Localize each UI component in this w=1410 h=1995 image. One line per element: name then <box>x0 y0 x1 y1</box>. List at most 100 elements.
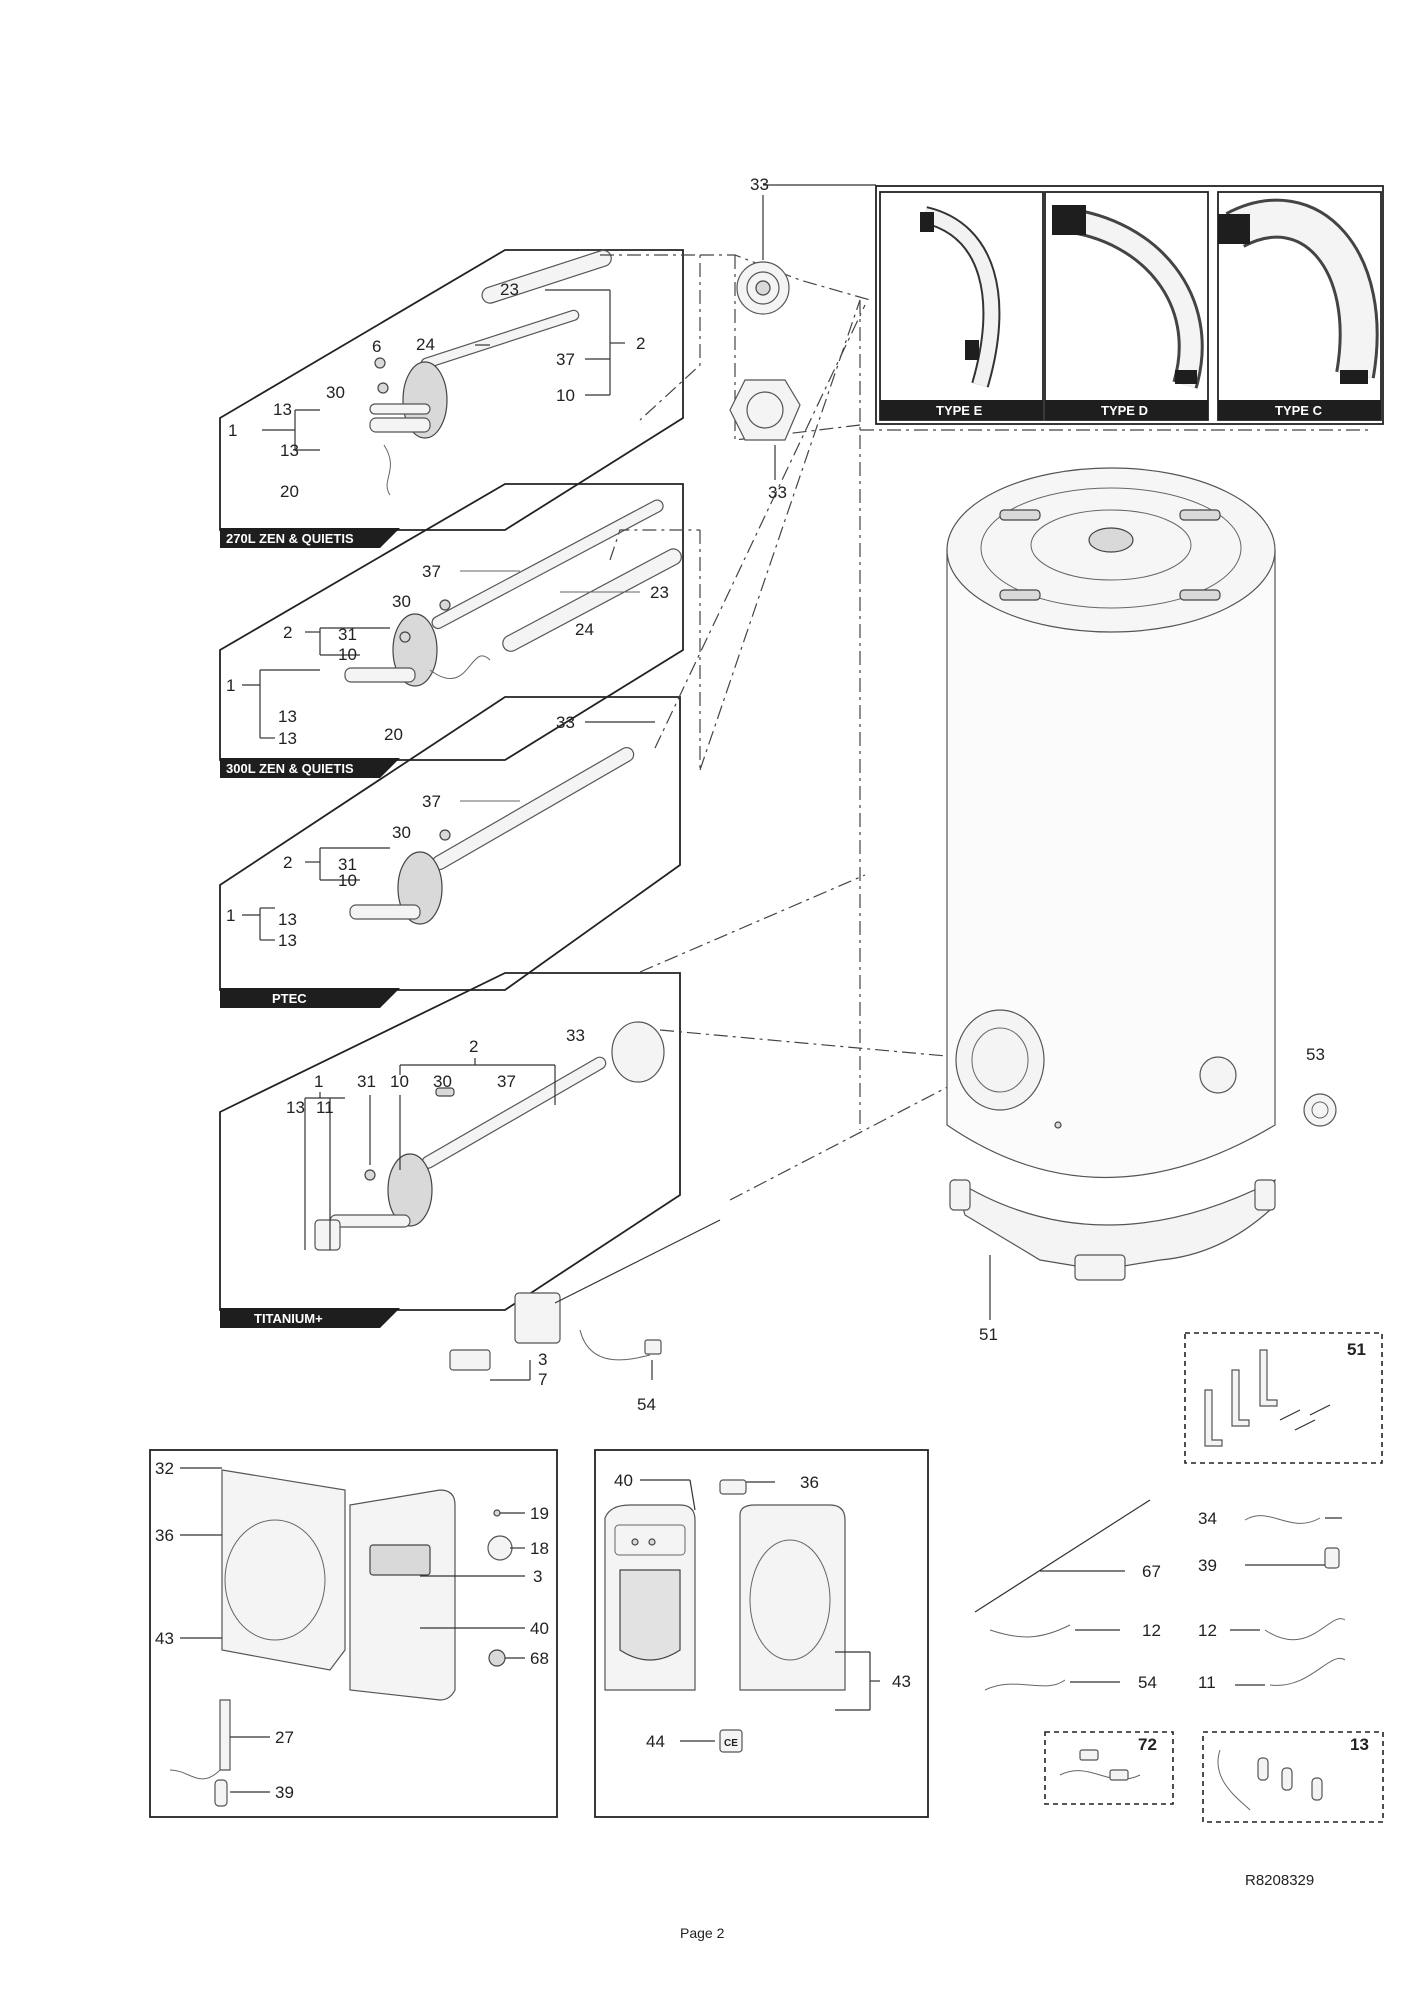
thermostat-assembly: 3 7 54 <box>449 1219 721 1414</box>
band-label: TITANIUM+ <box>254 1311 323 1326</box>
label-37: 37 <box>422 562 441 581</box>
kit-72-label: 72 <box>1138 1735 1157 1754</box>
section-270l-zen-quietis: 270L ZEN & QUIETIS 23 6 24 2 <box>219 249 684 548</box>
label-13: 13 <box>273 400 292 419</box>
callout-lines-270l <box>262 289 625 451</box>
label-31: 31 <box>338 855 357 874</box>
label-27: 27 <box>275 1728 294 1747</box>
kit-72: 72 <box>1044 1731 1174 1805</box>
label-68: 68 <box>530 1649 549 1668</box>
type-d-label: TYPE D <box>1101 403 1148 418</box>
label-33: 33 <box>556 713 575 732</box>
label-30: 30 <box>433 1072 452 1091</box>
type-e-label: TYPE E <box>936 403 983 418</box>
label-13: 13 <box>278 910 297 929</box>
section-titanium-plus: TITANIUM+ 2 33 1 31 10 30 37 <box>219 972 681 1328</box>
label-12: 12 <box>1142 1621 1161 1640</box>
label-30: 30 <box>326 383 345 402</box>
label-18: 18 <box>530 1539 549 1558</box>
label-31: 31 <box>357 1072 376 1091</box>
reference-code: R8208329 <box>1245 1872 1314 1889</box>
label-3: 3 <box>538 1350 547 1369</box>
label-34: 34 <box>1198 1509 1217 1528</box>
label-23: 23 <box>650 583 669 602</box>
connector-lines <box>600 254 1370 1201</box>
label-40: 40 <box>530 1619 549 1638</box>
band-label: 300L ZEN & QUIETIS <box>226 761 354 776</box>
kit-51-label: 51 <box>1347 1340 1366 1359</box>
label-43: 43 <box>892 1672 911 1691</box>
kit-13-label: 13 <box>1350 1735 1369 1754</box>
flange-types-panel: TYPE E TYPE D TYPE C <box>875 185 1384 425</box>
label-54: 54 <box>1138 1673 1157 1692</box>
label-37: 37 <box>497 1072 516 1091</box>
label-39: 39 <box>1198 1556 1217 1575</box>
water-tank: 53 51 <box>946 467 1337 1344</box>
label-67: 67 <box>1142 1562 1161 1581</box>
label-1: 1 <box>314 1072 323 1091</box>
label-6: 6 <box>372 337 381 356</box>
label-2: 2 <box>469 1037 478 1056</box>
label-39: 39 <box>275 1783 294 1802</box>
label-30: 30 <box>392 592 411 611</box>
flange-gaskets: 33 33 <box>729 175 876 502</box>
label-13b: 13 <box>278 931 297 950</box>
label-1: 1 <box>226 676 235 695</box>
label-1: 1 <box>226 906 235 925</box>
band-label: PTEC <box>272 991 307 1006</box>
label-20: 20 <box>384 725 403 744</box>
heating-element-titanium <box>314 1021 665 1251</box>
label-19: 19 <box>530 1504 549 1523</box>
label-13b: 13 <box>278 729 297 748</box>
label-2: 2 <box>283 623 292 642</box>
label-13: 13 <box>278 707 297 726</box>
label-37: 37 <box>556 350 575 369</box>
label-12b: 12 <box>1198 1621 1217 1640</box>
label-40: 40 <box>614 1471 633 1490</box>
label-11: 11 <box>316 1098 334 1117</box>
label-7: 7 <box>538 1370 547 1389</box>
label-24: 24 <box>575 620 594 639</box>
label-43: 43 <box>155 1629 174 1648</box>
type-c-label: TYPE C <box>1275 403 1323 418</box>
callout-lines-ptec <box>242 721 655 941</box>
label-24: 24 <box>416 335 435 354</box>
heating-element-270l <box>369 249 612 496</box>
page-number: Page 2 <box>680 1925 725 1941</box>
label-13: 13 <box>286 1098 305 1117</box>
label-51: 51 <box>979 1325 998 1344</box>
control-panel-middle: CE 40 36 43 44 <box>594 1449 929 1818</box>
label-2: 2 <box>636 334 645 353</box>
label-54: 54 <box>637 1395 656 1414</box>
callout-lines-titanium <box>304 1058 556 1250</box>
control-panel-left: 32 36 43 19 18 3 40 68 27 39 <box>149 1449 558 1818</box>
label-53: 53 <box>1306 1045 1325 1064</box>
label-44: 44 <box>646 1732 665 1751</box>
band-label: 270L ZEN & QUIETIS <box>226 531 354 546</box>
label-2: 2 <box>283 853 292 872</box>
label-10: 10 <box>556 386 575 405</box>
label-1: 1 <box>228 421 237 440</box>
flange-top-label: 33 <box>750 175 769 194</box>
heating-element-ptec <box>349 746 635 925</box>
label-11: 11 <box>1198 1673 1216 1692</box>
label-33: 33 <box>566 1026 585 1045</box>
label-36: 36 <box>800 1473 819 1492</box>
heating-element-300l <box>344 499 682 687</box>
callout-lines-300l <box>242 570 640 739</box>
label-20: 20 <box>280 482 299 501</box>
label-10: 10 <box>338 645 357 664</box>
section-ptec: PTEC 33 37 30 2 31 10 1 13 13 <box>219 696 681 1008</box>
small-parts: 34 39 67 12 12 54 11 <box>974 1499 1346 1692</box>
label-13b: 13 <box>280 441 299 460</box>
label-23: 23 <box>500 280 519 299</box>
label-32: 32 <box>155 1459 174 1478</box>
label-3: 3 <box>533 1567 542 1586</box>
label-10: 10 <box>390 1072 409 1091</box>
kit-51-brackets: 51 <box>1184 1332 1383 1464</box>
ce-mark: CE <box>724 1738 738 1749</box>
flange-bottom-label: 33 <box>768 483 787 502</box>
label-31: 31 <box>338 625 357 644</box>
label-37: 37 <box>422 792 441 811</box>
